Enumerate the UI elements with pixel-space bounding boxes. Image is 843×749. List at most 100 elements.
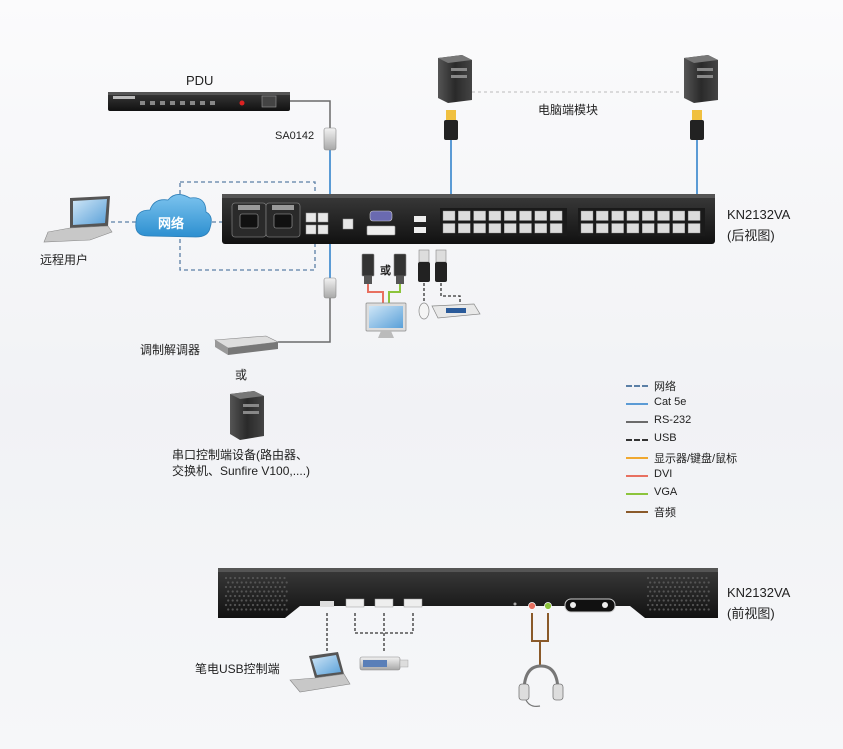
vent-hole <box>660 603 663 607</box>
vent-hole <box>687 576 690 580</box>
vent-hole <box>242 594 246 598</box>
remote-user-label: 远程用户 <box>40 253 89 267</box>
kvm-rear-view-label: (后视图) <box>727 228 775 243</box>
legend-swatch <box>626 511 648 513</box>
vent-hole <box>276 590 279 593</box>
keyboard-icon <box>431 303 481 319</box>
vent-hole <box>278 594 282 598</box>
vent-hole <box>646 603 650 607</box>
vent-hole <box>254 608 257 611</box>
vent-hole <box>698 581 701 584</box>
vent-hole <box>283 594 286 598</box>
vent-hole <box>227 590 230 593</box>
vent-hole <box>274 585 277 589</box>
vent-hole <box>258 599 261 602</box>
vent-hole <box>242 576 246 580</box>
legend-swatch <box>626 439 648 441</box>
rs232-cable-modem <box>278 298 331 343</box>
vent-hole <box>651 576 654 580</box>
vent-hole <box>653 599 656 602</box>
mouse-icon <box>418 302 430 320</box>
vent-hole <box>705 576 708 580</box>
vent-hole <box>281 599 284 602</box>
vent-hole <box>278 576 282 580</box>
vent-hole <box>649 608 652 611</box>
vent-hole <box>662 581 665 584</box>
vent-hole <box>646 576 650 580</box>
vent-hole <box>240 581 243 584</box>
vent-hole <box>238 603 241 607</box>
vent-hole <box>673 594 677 598</box>
legend-swatch <box>626 457 648 459</box>
rs232-adapter-icon <box>323 277 337 299</box>
vent-hole <box>703 608 706 611</box>
vent-hole <box>263 599 266 602</box>
vent-hole <box>263 590 266 593</box>
vent-hole <box>247 594 250 598</box>
kvm-port <box>442 223 456 234</box>
vent-hole <box>694 599 697 602</box>
vent-hole <box>233 576 237 580</box>
vent-hole <box>240 599 243 602</box>
kvm-port <box>504 223 517 234</box>
vent-hole <box>667 581 670 584</box>
vent-hole <box>276 599 279 602</box>
vent-hole <box>274 576 277 580</box>
vent-hole <box>251 576 255 580</box>
vent-hole <box>669 603 672 607</box>
vent-hole <box>707 608 710 611</box>
vent-hole <box>685 590 688 593</box>
vent-hole <box>269 594 273 598</box>
vent-hole <box>242 585 246 589</box>
kvm-port <box>458 210 471 221</box>
pdu-device <box>108 92 290 111</box>
vent-hole <box>224 594 228 598</box>
kvm-front-model-label: KN2132VA <box>727 585 791 600</box>
vent-hole <box>694 608 697 611</box>
vent-hole <box>680 599 683 602</box>
usb-cable-keyboard <box>440 283 461 303</box>
vent-hole <box>276 608 279 611</box>
vent-hole <box>249 599 252 602</box>
legend-swatch <box>626 403 648 405</box>
vent-hole <box>671 599 674 602</box>
vent-hole <box>236 608 239 611</box>
vent-hole <box>667 599 670 602</box>
vent-hole <box>651 594 654 598</box>
kvm-port <box>534 223 547 234</box>
vent-hole <box>254 590 257 593</box>
vent-hole <box>238 594 241 598</box>
vent-hole <box>655 585 659 589</box>
kvm-port <box>473 223 486 234</box>
vent-hole <box>251 603 255 607</box>
vent-hole <box>285 581 288 584</box>
vent-hole <box>267 608 270 611</box>
vent-hole <box>236 581 239 584</box>
vent-hole <box>703 581 706 584</box>
kvm-port <box>580 223 594 234</box>
vent-hole <box>281 608 284 611</box>
legend-label: Cat 5e <box>654 396 687 408</box>
kvm-port <box>549 210 563 221</box>
rs232-cable-pdu <box>290 100 331 130</box>
vent-hole <box>673 576 677 580</box>
vent-hole <box>707 599 710 602</box>
vent-hole <box>258 590 261 593</box>
vent-hole <box>694 590 697 593</box>
kvm-port <box>473 210 486 221</box>
serial-device-label-line2: 交换机、Sunfire V100,....) <box>172 464 311 478</box>
kvm-port <box>458 223 471 234</box>
kvm-port <box>642 210 655 221</box>
vent-hole <box>689 581 692 584</box>
vent-hole <box>662 608 665 611</box>
vent-hole <box>283 603 286 607</box>
vga-connector-icon <box>393 253 407 284</box>
vent-hole <box>285 590 288 593</box>
vent-hole <box>254 599 257 602</box>
vent-hole <box>678 585 681 589</box>
kvm-port <box>657 223 670 234</box>
vent-hole <box>671 581 674 584</box>
vent-hole <box>671 590 674 593</box>
vent-hole <box>651 585 654 589</box>
